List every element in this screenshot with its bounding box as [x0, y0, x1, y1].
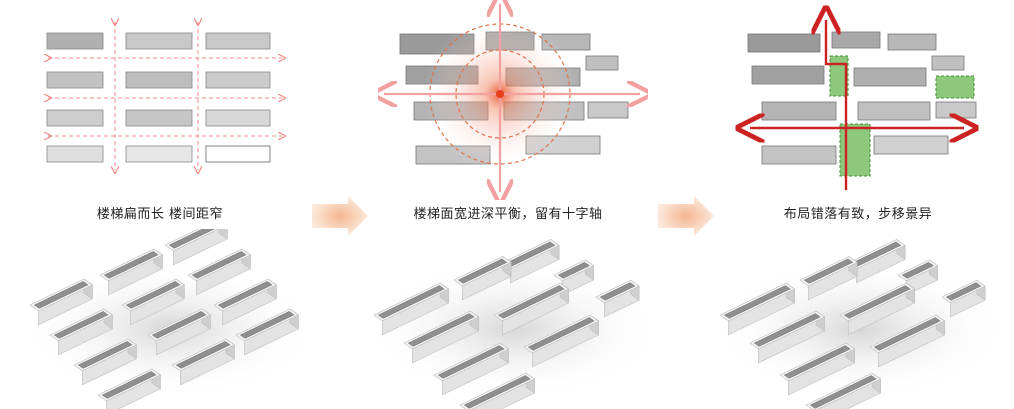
- panel-3-plan: [728, 0, 988, 200]
- building-block: [847, 238, 906, 284]
- building-block: [779, 342, 856, 396]
- chevron-right-icon: [312, 196, 370, 236]
- building-block: [501, 238, 560, 284]
- building-block: [453, 255, 512, 301]
- focus-point: [496, 90, 504, 98]
- dashed-vertical-axes: [115, 22, 198, 170]
- axo-cluster-2: [364, 238, 664, 409]
- building-block: [99, 248, 163, 296]
- building-block: [403, 310, 480, 364]
- chevron-right-icon: [658, 196, 716, 236]
- building-block: [749, 310, 826, 364]
- building-block: [459, 372, 536, 409]
- building-block: [171, 338, 235, 386]
- plan-diagram-3: [728, 0, 988, 190]
- bars-group-3: [747, 31, 977, 165]
- building-block: [719, 282, 796, 336]
- bars-row-3: [46, 109, 271, 127]
- building-block: [213, 278, 277, 326]
- building-block: [493, 282, 570, 336]
- building-block: [595, 279, 640, 318]
- cross-axis: [384, 4, 640, 192]
- building-block: [523, 314, 600, 368]
- bars-row-4: [46, 145, 271, 163]
- caption-1: 楼梯扁而长 楼间距窄: [96, 207, 224, 222]
- building-block: [373, 282, 450, 336]
- building-block: [839, 282, 916, 336]
- axo-cluster-3: [710, 238, 1010, 409]
- building-block: [869, 314, 946, 368]
- panel-1-plan: [30, 0, 290, 180]
- red-axes: [750, 20, 964, 190]
- building-block: [941, 279, 986, 318]
- building-block: [235, 308, 299, 356]
- building-block: [121, 278, 185, 326]
- building-block: [164, 229, 228, 266]
- caption-3: 布局错落有致，步移景异: [783, 207, 933, 222]
- building-block: [433, 342, 510, 396]
- building-block: [29, 278, 93, 326]
- building-block: [97, 368, 161, 409]
- building-block: [897, 259, 939, 296]
- panel-2-plan: [378, 0, 648, 200]
- building-block: [805, 372, 882, 409]
- axo-cluster-1: [20, 229, 320, 409]
- building-block: [73, 338, 137, 386]
- plan-diagram-2: [378, 0, 648, 200]
- building-block: [799, 255, 858, 301]
- caption-2: 楼梯面宽进深平衡，留有十字轴: [413, 207, 603, 222]
- bars-row-1: [46, 32, 271, 50]
- building-block: [187, 248, 251, 296]
- building-block: [553, 259, 595, 296]
- dashed-horizontal-axes: [48, 58, 282, 136]
- plan-diagram-1: [30, 0, 290, 180]
- building-block: [147, 308, 211, 356]
- axonometric-views: [20, 229, 1010, 409]
- building-block: [49, 308, 113, 356]
- bars-row-2: [46, 71, 271, 89]
